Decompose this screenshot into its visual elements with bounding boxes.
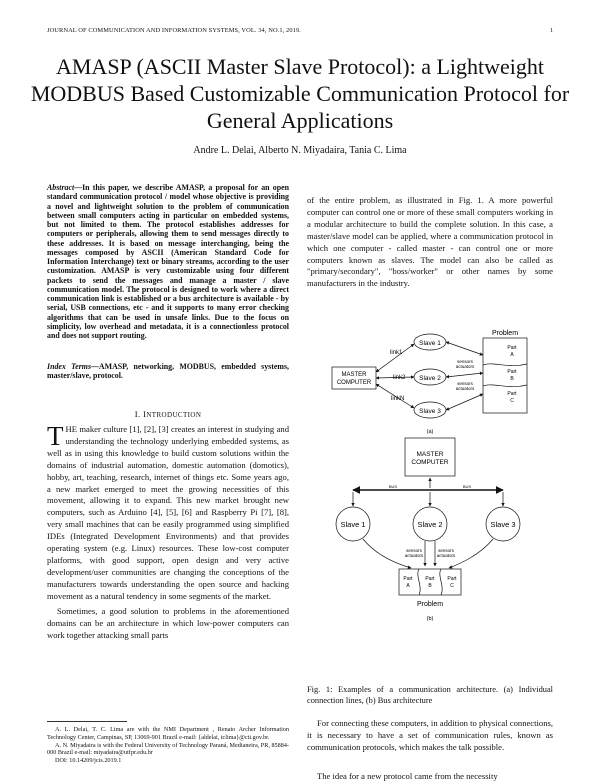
- index-terms-text: —AMASP, networking, MODBUS, embedded sys…: [47, 362, 289, 381]
- sensor-link-1-b: [362, 538, 412, 569]
- slave3-label-a: Slave 3: [419, 408, 441, 415]
- index-terms: Index Terms—AMASP, networking, MODBUS, e…: [47, 362, 289, 381]
- slave3-node-b: [485, 506, 521, 542]
- figure-1-caption: Fig. 1: Examples of a communication arch…: [307, 685, 553, 705]
- problem-divider-2: [482, 384, 528, 388]
- problem-divider-1: [482, 363, 528, 367]
- sensor-link-3-a: [445, 393, 484, 411]
- section-heading-introduction: I. INTRODUCTION: [47, 409, 289, 419]
- sensors-label-b2-2: actuators: [437, 553, 456, 558]
- doi: DOI: 10.14209/jcis.2019.1: [55, 757, 122, 765]
- footnotes: A. L. Delai, T. C. Lima are with the NMI…: [47, 726, 289, 765]
- figure-1-diagram: MASTER COMPUTER Slave 1 Slave 2 Slave 3 …: [331, 330, 528, 622]
- link1-line: [375, 343, 415, 373]
- index-terms-lead: Index Terms: [47, 362, 92, 371]
- intro-paragraph-4: For connecting these computers, in addit…: [307, 718, 553, 752]
- sensors-label-a2-2: actuators: [456, 386, 475, 391]
- abstract-text: —In this paper, we describe AMASP, a pro…: [47, 183, 289, 340]
- running-header: JOURNAL OF COMMUNICATION AND INFORMATION…: [47, 27, 301, 34]
- sensors-label-a1-1: sensors: [457, 359, 474, 364]
- section-first-letter: I: [143, 409, 147, 419]
- sensors-label-a1-2: actuators: [456, 364, 475, 369]
- intro-paragraph-2: Sometimes, a good solution to problems i…: [47, 606, 289, 640]
- master-label-b-1: MASTER: [416, 451, 443, 458]
- slave3-label-b: Slave 3: [490, 520, 515, 529]
- part-a-label-a1: Part: [507, 345, 517, 351]
- problem-divider-b2: [439, 568, 443, 596]
- abstract-lead: Abstract: [47, 183, 75, 192]
- sensors-label-b1-1: sensors: [406, 548, 423, 553]
- part-c-label-a1: Part: [507, 391, 517, 397]
- part-c-label-b1: Part: [447, 576, 457, 582]
- part-a-label-a2: A: [510, 352, 514, 358]
- slave1-node-b: [335, 506, 371, 542]
- problem-box-a: [482, 337, 528, 414]
- part-c-label-b2: C: [450, 583, 454, 589]
- part-c-label-a2: C: [510, 398, 514, 404]
- link1-label: link1: [390, 350, 403, 356]
- problem-box-b: [398, 568, 462, 596]
- master-label-b-2: COMPUTER: [411, 459, 449, 466]
- link2-label: link2: [393, 375, 406, 381]
- master-box-b: [404, 437, 456, 477]
- figure-1a: MASTER COMPUTER Slave 1 Slave 2 Slave 3 …: [331, 330, 528, 435]
- problem-label-a: Problem: [492, 330, 518, 337]
- paper-title: AMASP (ASCII Master Slave Protocol): a L…: [30, 54, 570, 133]
- page-number: 1: [550, 27, 554, 34]
- part-b-label-b1: Part: [425, 576, 435, 582]
- problem-label-b: Problem: [417, 601, 443, 608]
- sensors-label-b1-2: actuators: [405, 553, 424, 558]
- part-a-label-b2: A: [406, 583, 410, 589]
- link2-line: [375, 375, 415, 380]
- intro-paragraph-1-text: HE maker culture [1], [2], [3] creates a…: [47, 424, 289, 601]
- section-number: I.: [134, 409, 144, 419]
- linkN-line: [375, 383, 415, 409]
- figure-1b: MASTER COMPUTER BUS BUS Slave 1 Slave 2 …: [335, 437, 521, 622]
- footnote-rule: [47, 721, 127, 722]
- linkN-label: linkN: [391, 396, 404, 402]
- figure-label-a: (a): [427, 429, 434, 435]
- footnote-2: A. N. Miyadaira is with the Federal Univ…: [47, 741, 289, 757]
- abstract: Abstract—In this paper, we describe AMAS…: [47, 183, 289, 340]
- part-b-label-a1: Part: [507, 369, 517, 375]
- slave2-label-b: Slave 2: [417, 520, 442, 529]
- master-label-a-2: COMPUTER: [337, 380, 372, 386]
- intro-paragraph-3: of the entire problem, as illustrated in…: [307, 195, 553, 289]
- slave1-label-b: Slave 1: [340, 520, 365, 529]
- part-a-label-b1: Part: [403, 576, 413, 582]
- slave2-node-b: [412, 506, 448, 542]
- drop-cap: T: [47, 421, 64, 451]
- author-list: Andre L. Delai, Alberto N. Miyadaira, Ta…: [193, 145, 407, 156]
- sensor-link-3-b: [448, 538, 494, 569]
- figure-label-b: (b): [427, 616, 434, 622]
- footnote-1: A. L. Delai, T. C. Lima are with the NMI…: [47, 726, 289, 741]
- section-smallcaps: NTRODUCTION: [146, 411, 202, 419]
- slave1-label-a: Slave 1: [419, 340, 441, 347]
- part-b-label-a2: B: [510, 376, 514, 382]
- bus-label-1: BUS: [389, 484, 398, 489]
- sensor-link-1-a: [445, 341, 484, 356]
- sensors-label-b2-1: sensors: [438, 548, 455, 553]
- slave2-label-a: Slave 2: [419, 375, 441, 382]
- intro-paragraph-5: The idea for a new protocol came from th…: [317, 771, 498, 781]
- sensors-label-a2-1: sensors: [457, 381, 474, 386]
- sensor-link-2-a: [445, 371, 484, 379]
- problem-divider-b1: [417, 568, 421, 596]
- bus-label-2: BUS: [463, 484, 472, 489]
- master-label-a-1: MASTER: [341, 372, 367, 378]
- part-b-label-b2: B: [428, 583, 432, 589]
